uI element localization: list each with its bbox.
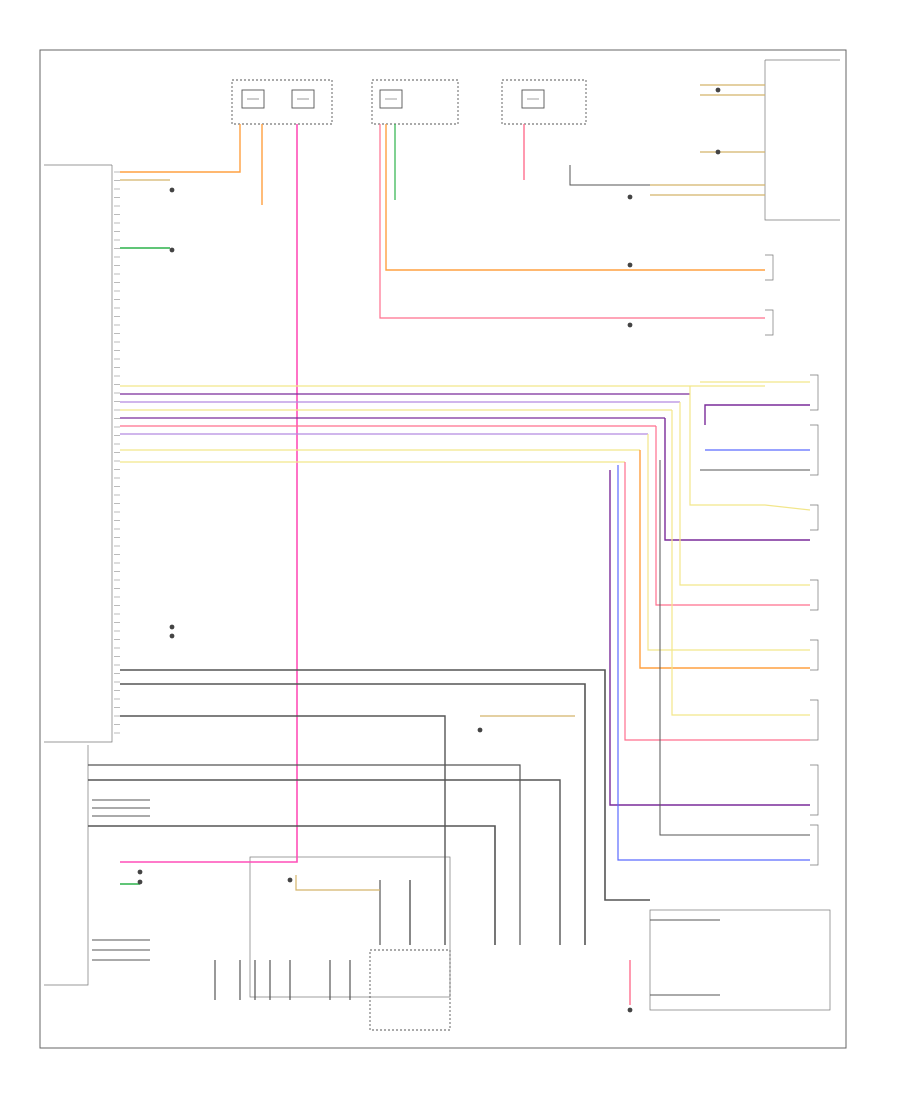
wire-group xyxy=(88,84,811,1005)
purple-drop-2 xyxy=(609,470,810,806)
gray-drop-1 xyxy=(659,460,810,836)
connector-pin-icon xyxy=(810,699,819,741)
bottom-component-boxes xyxy=(249,856,831,1031)
connector-pin-icon xyxy=(810,579,819,611)
purple-right-1 xyxy=(704,404,810,425)
gray-bundle-2 xyxy=(120,683,586,945)
blue-drop-1 xyxy=(617,465,810,861)
connector-pin-icon xyxy=(810,424,819,476)
gray-bundle-1 xyxy=(120,669,650,901)
connector-pin-icon xyxy=(810,764,819,816)
orange-wire xyxy=(120,124,241,173)
connector-pin-icon xyxy=(810,504,819,531)
gray-bundle-3 xyxy=(120,715,446,945)
right-connector-group xyxy=(765,254,819,866)
left-module-pins xyxy=(114,171,120,734)
magenta-wire xyxy=(120,124,298,863)
tan-wire-3 xyxy=(295,875,380,891)
gray-stub xyxy=(569,165,650,186)
yellow-drop-1 xyxy=(689,386,811,511)
ground-icon xyxy=(137,87,721,1013)
connector-pin-icon xyxy=(810,639,819,671)
connector-pin-icon xyxy=(810,374,819,411)
gray-bundle-4 xyxy=(88,779,561,945)
yellow-drop-4 xyxy=(671,410,810,716)
red-drop-2 xyxy=(624,462,810,741)
yellow-drop-3 xyxy=(647,434,810,651)
right-top-module-box xyxy=(764,59,840,221)
fuse-box-2 xyxy=(371,79,459,125)
fuse-box-3 xyxy=(501,79,587,125)
gray-bundle-6 xyxy=(88,764,521,945)
orange-wire-3 xyxy=(385,124,765,271)
fuse-box-1 xyxy=(231,79,333,125)
lower-left-module-box xyxy=(44,745,89,986)
connector-pin-icon xyxy=(810,824,819,866)
pink-wire-1 xyxy=(379,124,765,319)
red-drop-1 xyxy=(655,426,810,606)
main-module-box xyxy=(44,164,113,743)
purple-drop-1 xyxy=(664,418,810,541)
diagram-frame xyxy=(39,49,847,1049)
orange-drop-1 xyxy=(639,450,810,669)
yellow-drop-2 xyxy=(679,402,810,586)
connector-pin-icon xyxy=(765,309,774,336)
gray-bundle-5 xyxy=(88,825,496,945)
connector-pin-icon xyxy=(765,254,774,281)
